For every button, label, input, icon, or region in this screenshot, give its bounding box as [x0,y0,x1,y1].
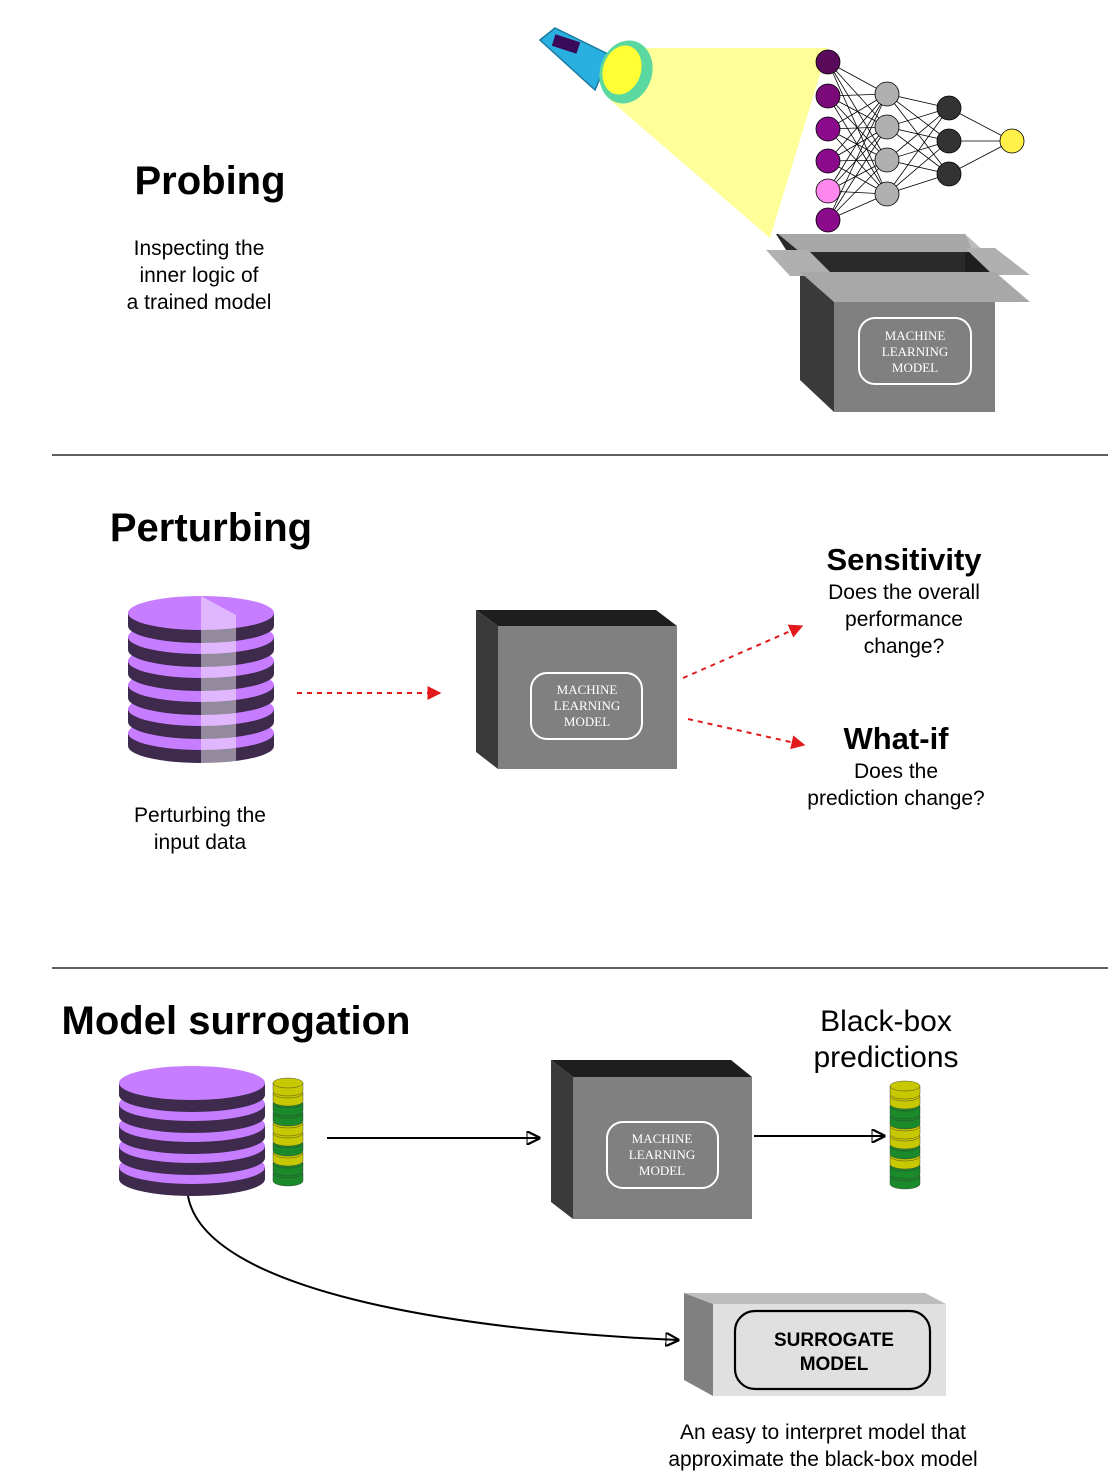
probing-model-label-2: LEARNING [882,344,948,359]
perturbing-desc-line-2: input data [154,831,247,854]
neural-network-icon [815,49,1025,233]
surrogation-model-label-3: MODEL [639,1163,685,1178]
perturbing-model-label-1: MACHINE [557,682,618,697]
surrogate-desc-line-2: approximate the black-box model [668,1448,977,1471]
label-stack-icon [272,1077,304,1187]
perturbing-model-label-2: LEARNING [554,698,620,713]
sensitivity-title: Sensitivity [826,542,982,577]
sensitivity-line-1: Does the overall [828,581,980,604]
surrogate-label-1: SURROGATE [774,1330,894,1351]
surrogate-label-2: MODEL [800,1354,869,1375]
black-box-icon: MACHINE LEARNING MODEL [551,1060,752,1219]
surrogation-title: Model surrogation [62,999,411,1043]
perturbing-model-label-3: MODEL [564,714,610,729]
probing-desc-line-2: inner logic of [139,264,258,287]
whatif-line-1: Does the [854,760,938,783]
database-icon [119,1066,265,1196]
perturbing-title: Perturbing [110,506,312,550]
surrogate-desc-line-1: An easy to interpret model that [680,1421,966,1444]
sensitivity-line-3: change? [864,635,945,658]
data-to-surrogate-arrow [187,1195,678,1340]
probing-title: Probing [134,159,285,203]
label-stack-icon [889,1080,921,1190]
sensitivity-arrow [682,624,804,679]
database-icon [128,596,274,763]
predictions-line-2: predictions [813,1041,958,1074]
whatif-title: What-if [843,721,949,756]
predictions-line-1: Black-box [820,1005,952,1038]
probing-desc-line-1: Inspecting the [134,237,265,260]
black-box-icon: MACHINE LEARNING MODEL [476,610,677,769]
flashlight-icon [538,27,653,104]
section-probing: Probing Inspecting the inner logic of a … [127,27,1030,412]
probing-model-label-frame [858,317,972,385]
probing-model-label-3: MODEL [892,360,938,375]
surrogate-box-icon: SURROGATE MODEL [684,1293,946,1396]
whatif-line-2: prediction change? [807,787,984,810]
whatif-arrow [687,718,806,750]
section-perturbing: Perturbing Perturbing the input data MAC… [110,506,985,854]
section-surrogation: Model surrogation MACHINE LEARNING MODEL… [62,999,978,1471]
perturbing-desc-line-1: Perturbing the [134,804,266,827]
light-beam [610,48,828,238]
probing-desc-line-3: a trained model [127,291,272,314]
probing-model-label-1: MACHINE [885,328,946,343]
open-box-icon: MACHINE LEARNING MODEL [766,234,1030,412]
surrogation-model-label-1: MACHINE [632,1131,693,1146]
surrogation-model-label-2: LEARNING [629,1147,695,1162]
sensitivity-line-2: performance [845,608,963,631]
